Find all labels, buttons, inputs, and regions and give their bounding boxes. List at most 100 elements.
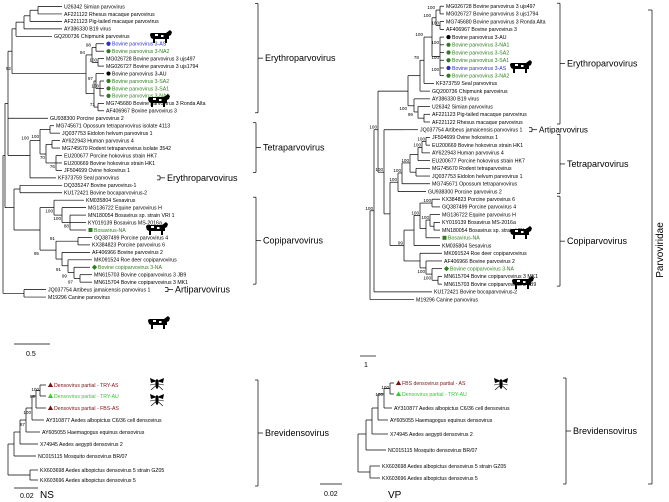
circle-marker-icon: [446, 50, 451, 55]
bootstrap-value: 100: [53, 216, 61, 221]
bootstrap-value: 100: [45, 209, 53, 214]
tip-label: AY622943 Human parvovirus 4: [432, 151, 504, 157]
bootstrap-value: 100: [31, 387, 39, 392]
tip-label: MG745671 Opossum tetraparvovirus isolate…: [56, 124, 170, 130]
tip-label: KM035804 Sesavirus: [86, 198, 136, 204]
tip-label: MG745680 Bovine parvovirus 3 Ronda Alta: [446, 19, 546, 25]
vp-tetraparvovirus-label: Tetraparvovirus: [567, 159, 629, 169]
tip-label: MG026728 Bovine parvovirus 3 ujs497: [446, 4, 536, 10]
bootstrap-value: 100: [423, 198, 431, 203]
circle-marker-icon: [106, 86, 111, 91]
cow-icon: [512, 276, 534, 289]
cow-icon: [146, 222, 168, 235]
tip-label: AY310877 Aedes albopictus C6/36 cell den…: [46, 418, 162, 424]
triangle-marker-icon: [395, 391, 402, 396]
bootstrap-value: 91: [50, 236, 56, 241]
triangle-marker-icon: [47, 382, 54, 387]
tip-label: X74945 Aedes aegypti densovirus 2: [390, 432, 473, 438]
tip-label: Bovine parvovirus 3-SA1: [112, 86, 169, 92]
tip-label: Bovine parvovirus 3-AU: [112, 71, 167, 77]
tip-label: GQ387499 Porcine parvovirus 4: [94, 235, 168, 241]
bootstrap-value: 99: [62, 273, 68, 278]
bootstrap-value: 100: [31, 134, 39, 139]
bootstrap-value: 76: [50, 164, 56, 169]
bootstrap-value: 94: [80, 50, 86, 55]
tip-label: MG136722 Equine parvovirus H: [88, 205, 162, 211]
tip-label: MG026727 Bovine parvovirus 3 ujs1794: [106, 64, 198, 70]
ns-panel-label: NS: [40, 490, 54, 501]
cow-icon: [148, 94, 170, 107]
tip-label: JQ037753 Eidolon helvum parvovirus 1: [62, 131, 153, 137]
circle-marker-icon: [106, 41, 111, 46]
tip-label: X74945 Aedes aegypti densovirus 2: [40, 442, 123, 448]
circle-marker-icon: [446, 42, 451, 47]
bootstrap-value: 100: [401, 158, 409, 163]
tip-label: MG745670 Rodent tetraparvovirus isolate …: [62, 146, 171, 152]
tip-label: KF373759 Seal parvovirus: [58, 176, 120, 182]
bootstrap-value: 100: [23, 410, 31, 415]
bootstrap-value: 100: [421, 215, 429, 220]
tip-label: KX603698 Aedes albopictus densovirus 5 s…: [40, 468, 164, 474]
tip-label: EU200669 Bovine hokovirus strain HK1: [64, 161, 155, 167]
tip-label: KX603698 Aedes albopictus densovirus 5 s…: [382, 464, 506, 470]
tip-label: KX603696 Aedes albopictus densovirus 5: [382, 476, 478, 482]
tip-label: MG745670 Rodent tetraparvovirus: [432, 166, 512, 172]
tip-label: Bovine parvovirus 3-AS: [452, 66, 507, 72]
bootstrap-value: 100: [431, 21, 439, 26]
bootstrap-value: 100: [389, 177, 397, 182]
bootstrap-value: 100: [365, 206, 373, 211]
mosquito-icon: [149, 394, 165, 407]
tip-label: U26342 Simian parvovirus: [64, 4, 125, 10]
ns-erythroparvovirus-1-label: Erythroparvovirus: [265, 53, 336, 63]
circle-marker-icon: [106, 78, 111, 84]
bootstrap-value: 97: [68, 279, 74, 284]
vp-brevidensovirus-label: Brevidensovirus: [573, 426, 638, 436]
tip-label: JF504699 Ovine hokovirus 1: [432, 135, 498, 141]
tip-label: KY019139 Bosavirus MS-2016a: [88, 220, 162, 226]
circle-marker-icon: [446, 34, 451, 40]
circle-marker-icon: [106, 71, 111, 76]
tip-label: GU938300 Porcine parvovirus 2: [428, 189, 502, 195]
bootstrap-value: 100: [369, 125, 377, 130]
tip-label: Bovine parvovirus 3-NA2: [112, 49, 169, 55]
tip-label: Bovine parvovirus 3-NA2: [452, 73, 509, 79]
vp-scale-label-top: 1: [364, 362, 368, 369]
triangle-marker-icon: [47, 393, 54, 398]
tip-label: U26342 Simian parvovirus: [432, 104, 493, 110]
family-label: Parvoviridae: [655, 222, 666, 278]
bootstrap-value: 100: [91, 83, 99, 88]
tip-label: AF406966 Bovine parvovirus 2: [444, 259, 515, 265]
bootstrap-value: 99: [30, 394, 36, 399]
tip-label: JQ037754 Artibeus jamaicensis parvovirus…: [420, 128, 522, 134]
cow-icon: [510, 60, 532, 73]
tip-label: JQ037754 Artibeus jamaicensis parvovirus…: [48, 287, 150, 293]
tip-label: Bovine parvovirus 3-NA1: [452, 43, 509, 49]
vp-panel-label: VP: [388, 490, 402, 501]
tip-label: Bovine copiparvovirus 3-NA: [98, 265, 163, 271]
tip-label: AF221122 Rhesus macaque parvovirus: [64, 12, 155, 18]
tip-label: MN615703 Bovine copiparvovirus 3 JB9: [444, 282, 536, 288]
tip-label: GQ200736 Chipmunk parvovirus: [54, 34, 130, 40]
tip-label: Bosavirus-NA: [94, 228, 126, 234]
tip-label: KU172421 Bovine bocaparvovirus-2: [434, 290, 517, 296]
circle-marker-icon: [106, 93, 111, 98]
mosquito-icon: [149, 378, 165, 391]
tip-label: Bovine parvovirus 3-AS: [112, 42, 167, 48]
circle-marker-icon: [106, 49, 111, 54]
bootstrap-value: 87: [20, 422, 26, 427]
ns-scale-label-bottom: 0.02: [20, 493, 34, 500]
tip-label: Bovine copiparvovirus 3-NA: [450, 266, 515, 272]
circle-marker-icon: [446, 73, 451, 78]
square-marker-icon: [88, 228, 93, 232]
tip-label: MN180054 Bosavirus sp. strain VRI 1: [442, 228, 529, 234]
ns-scale-label-top: 0.5: [26, 351, 36, 358]
tip-label: AY386330 B19 virus: [64, 27, 111, 33]
tip-label: AY622943 Human parvovirus 4: [62, 138, 134, 144]
bootstrap-value: 98: [86, 42, 92, 47]
ns-tetraparvovirus-label: Tetraparvovirus: [263, 143, 325, 153]
bootstrap-value: 100: [423, 13, 431, 18]
tip-label: DQ335247 Bovine parvovirus-1: [64, 183, 136, 189]
tip-label: Densovirus partial - TRY-AU: [54, 394, 119, 400]
tip-label: EU200669 Bovine hokovirus strain HK1: [432, 143, 523, 149]
cow-icon: [150, 30, 172, 43]
